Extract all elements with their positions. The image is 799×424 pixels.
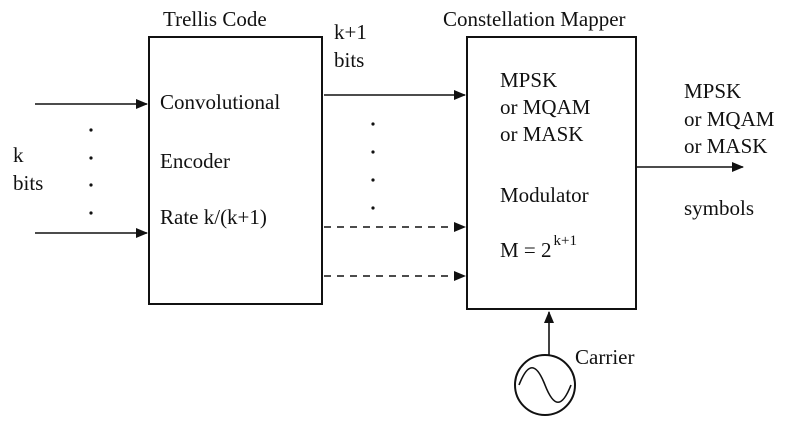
mapper-mod-mpsk: MPSK	[500, 68, 557, 92]
constellation-size-base: M = 2	[500, 238, 552, 262]
encoded-ellipsis-dots	[371, 122, 375, 210]
output-symbols-label: symbols	[684, 196, 754, 220]
encoder-rate-label: Rate k/(k+1)	[160, 205, 267, 229]
input-k-label: k	[13, 143, 24, 167]
sine-wave-icon	[518, 366, 572, 404]
constellation-size-exponent: k+1	[554, 233, 577, 249]
carrier-label: Carrier	[575, 345, 634, 369]
input-ellipsis-dots	[89, 128, 93, 215]
mapper-mod-mask: or MASK	[500, 122, 583, 146]
constellation-mapper-title: Constellation Mapper	[443, 7, 626, 31]
trellis-code-title: Trellis Code	[163, 7, 267, 31]
input-bits-label: bits	[13, 171, 43, 195]
mapper-mod-mqam: or MQAM	[500, 95, 591, 119]
output-mod-mpsk: MPSK	[684, 79, 741, 103]
constellation-mapper-block	[466, 36, 637, 310]
modulator-label: Modulator	[500, 183, 589, 207]
carrier-oscillator-icon	[514, 354, 576, 416]
trellis-encoder-block	[148, 36, 323, 305]
output-mod-mqam: or MQAM	[684, 107, 775, 131]
encoded-bits-label: bits	[334, 48, 364, 72]
encoded-k-plus-1-label: k+1	[334, 20, 367, 44]
output-mod-mask: or MASK	[684, 134, 767, 158]
encoder-type-label: Convolutional	[160, 90, 280, 114]
encoder-label: Encoder	[160, 149, 230, 173]
